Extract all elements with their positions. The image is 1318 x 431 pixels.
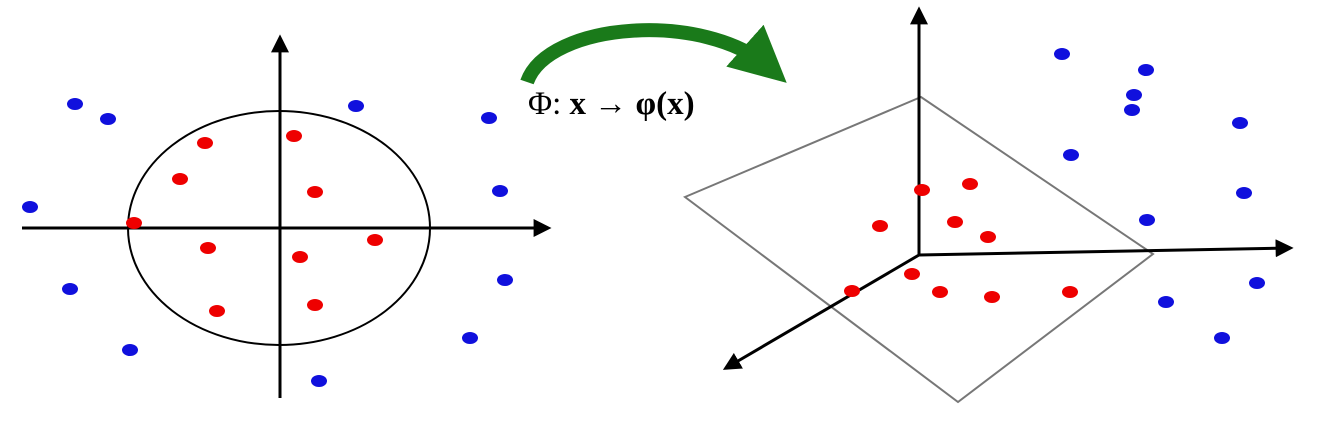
outer-class-point — [1138, 64, 1154, 76]
inner-class-point — [200, 242, 216, 254]
feature-points — [844, 48, 1265, 344]
feature-y-axis — [722, 253, 920, 370]
inner-class-point — [984, 291, 1000, 303]
outer-class-point — [1126, 89, 1142, 101]
mapping-symbol: Φ: — [528, 86, 562, 122]
outer-class-point — [1249, 277, 1265, 289]
outer-class-point — [311, 375, 327, 387]
inner-class-point — [172, 173, 188, 185]
outer-class-point — [1054, 48, 1070, 60]
inner-class-point — [1062, 286, 1078, 298]
outer-class-point — [62, 283, 78, 295]
inner-class-point — [307, 186, 323, 198]
outer-class-point — [462, 332, 478, 344]
outer-class-point — [1236, 187, 1252, 199]
outer-class-point — [492, 185, 508, 197]
outer-class-point — [1063, 149, 1079, 161]
inner-class-point — [307, 299, 323, 311]
outer-class-point — [481, 112, 497, 124]
outer-class-point — [1214, 332, 1230, 344]
feature-space-panel — [683, 6, 1294, 404]
inner-class-point — [209, 305, 225, 317]
mapping-label: Φ: x → φ(x) — [528, 86, 695, 123]
inner-class-point — [872, 220, 888, 232]
inner-class-point — [947, 216, 963, 228]
outer-class-point — [67, 98, 83, 110]
inner-class-point — [904, 268, 920, 280]
outer-class-point — [100, 113, 116, 125]
outer-class-point — [497, 274, 513, 286]
outer-class-point — [1158, 296, 1174, 308]
feature-x-axis — [918, 239, 1294, 258]
outer-class-point — [22, 201, 38, 213]
decision-boundary-circle — [127, 110, 431, 346]
inner-class-point — [932, 286, 948, 298]
outer-class-point — [122, 344, 138, 356]
inner-class-point — [962, 178, 978, 190]
inner-class-point — [844, 285, 860, 297]
inner-class-point — [292, 251, 308, 263]
outer-class-point — [1232, 117, 1248, 129]
mapping-function: φ(x) — [635, 86, 695, 122]
inner-class-point — [197, 137, 213, 149]
outer-class-point — [1139, 214, 1155, 226]
mapping-arrow: → — [594, 86, 628, 122]
inner-class-point — [126, 217, 142, 229]
mapping-input: x — [569, 86, 587, 122]
separating-hyperplane — [683, 95, 1155, 404]
inner-class-point — [980, 231, 996, 243]
inner-class-point — [367, 234, 383, 246]
outer-class-point — [348, 100, 364, 112]
outer-class-point — [1124, 104, 1140, 116]
mapping-curved-arrow — [520, 23, 787, 85]
input-space-panel — [22, 34, 552, 398]
inner-class-point — [914, 184, 930, 196]
inner-class-point — [286, 130, 302, 142]
input-points — [22, 98, 513, 387]
